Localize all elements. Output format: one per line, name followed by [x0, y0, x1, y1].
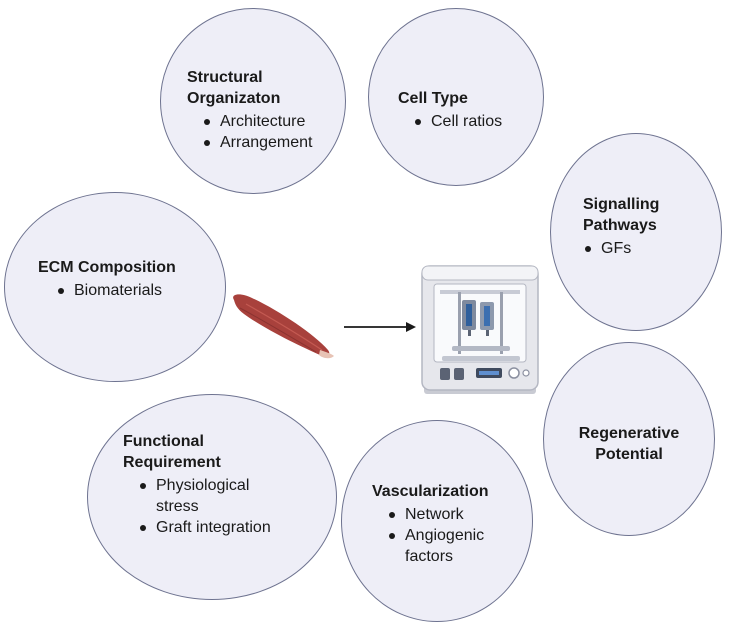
list-item: Cell ratios [413, 111, 502, 132]
list-item: Physiological stress [138, 475, 271, 517]
node-regenerative: Regenerative Potential [548, 423, 710, 465]
node-items: Physiological stress Graft integration [123, 475, 271, 538]
node-title: ECM Composition [38, 259, 176, 276]
node-structural-circle [160, 8, 346, 194]
node-title: Structural Organizaton [187, 69, 281, 107]
node-vascular: Vascularization Network Angiogenic facto… [372, 481, 489, 567]
list-item: Graft integration [138, 517, 271, 538]
node-ecm-circle [4, 192, 226, 382]
node-celltype: Cell Type Cell ratios [398, 88, 502, 132]
node-functional-circle [87, 394, 337, 600]
muscle-icon [233, 294, 334, 359]
node-items: Cell ratios [398, 111, 502, 132]
node-items: Network Angiogenic factors [372, 504, 489, 567]
node-vascular-circle [341, 420, 533, 622]
node-functional: Functional Requirement Physiological str… [123, 431, 271, 538]
node-signalling-circle [550, 133, 722, 331]
node-items: GFs [583, 238, 659, 259]
node-title: Regenerative Potential [578, 425, 680, 463]
list-item: Architecture [202, 111, 313, 132]
list-item: Biomaterials [56, 280, 176, 301]
node-title: Signalling Pathways [583, 196, 660, 234]
node-items: Biomaterials [38, 280, 176, 301]
node-title: Cell Type [398, 90, 468, 107]
list-item: Arrangement [202, 132, 313, 153]
arrow-right-icon [344, 322, 416, 332]
node-structural: Structural Organizaton Architecture Arra… [187, 67, 313, 153]
node-regenerative-circle [543, 342, 715, 536]
node-signalling: Signalling Pathways GFs [583, 194, 659, 259]
node-celltype-circle [368, 8, 544, 186]
list-item: Network [387, 504, 489, 525]
node-ecm: ECM Composition Biomaterials [38, 257, 176, 301]
node-items: Architecture Arrangement [187, 111, 313, 153]
bioprinter-icon [421, 265, 539, 394]
list-item: Angiogenic factors [387, 525, 489, 567]
node-title: Vascularization [372, 483, 489, 500]
list-item: GFs [583, 238, 659, 259]
node-title: Functional Requirement [123, 433, 221, 471]
